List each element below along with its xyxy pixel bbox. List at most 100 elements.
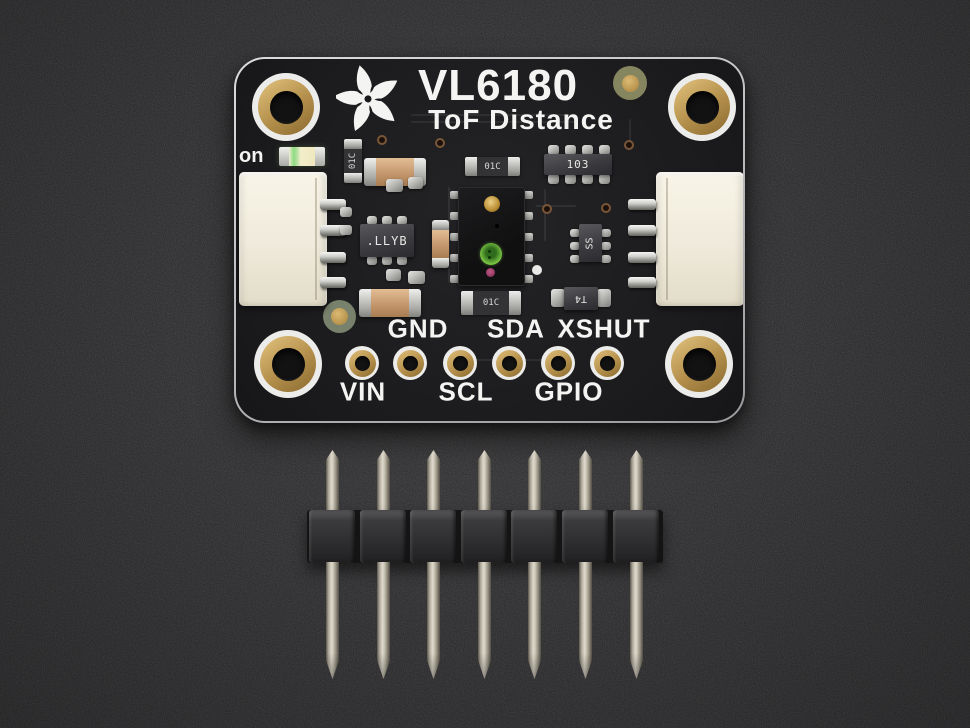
- pcb-trace: [544, 189, 546, 241]
- plastic-segment: [613, 510, 659, 563]
- pin-label-vin: VIN: [339, 376, 387, 407]
- gold-ring: [544, 349, 572, 377]
- gold-ring: [674, 79, 730, 135]
- cap-terminal: [364, 158, 376, 186]
- via: [542, 204, 552, 214]
- resistor: 01C: [461, 291, 521, 315]
- connector-pin: [628, 252, 656, 263]
- sensor-aperture-dot: [486, 268, 495, 277]
- pcb-trace: [536, 205, 576, 207]
- cap-terminal: [359, 289, 371, 317]
- solder-pad: [340, 225, 352, 235]
- res-terminal: [508, 157, 520, 176]
- silkscreen-dot: [532, 265, 542, 275]
- res-terminal: [344, 139, 362, 149]
- cap-terminal: [432, 220, 449, 230]
- cap-terminal: [432, 258, 449, 268]
- sensor-pad: [523, 254, 533, 262]
- plastic-segment: [461, 510, 507, 563]
- connector-pin: [320, 252, 346, 263]
- hole-bore: [402, 355, 418, 371]
- vl6180-sensor-package: [458, 187, 525, 286]
- pcb-trace: [411, 114, 576, 116]
- ic-pin: [570, 255, 580, 263]
- lens-detail: [488, 256, 491, 259]
- resistor: 01C: [465, 157, 520, 176]
- network-terminal: [565, 145, 576, 155]
- cap-body: [432, 230, 449, 258]
- small-ic: SS: [579, 224, 602, 262]
- header-pin: [579, 562, 592, 679]
- network-terminal: [582, 174, 593, 184]
- ic-pin: [397, 216, 407, 225]
- hole-bore: [269, 90, 303, 124]
- gold-pad-center: [621, 74, 639, 92]
- hole-bore: [501, 355, 517, 371]
- header-pin: [427, 562, 440, 679]
- capacitor: [359, 289, 421, 317]
- diode-pad: [551, 289, 565, 307]
- plastic-segment: [360, 510, 406, 563]
- via: [624, 140, 634, 150]
- ic-pin: [601, 255, 611, 263]
- led-die: [289, 147, 315, 166]
- res-terminal: [465, 157, 477, 176]
- via: [601, 203, 611, 213]
- ic-marking: .LLYB: [366, 233, 408, 248]
- connector-pin: [628, 277, 656, 288]
- res-body: 01C: [344, 149, 362, 173]
- lens-detail: [488, 250, 491, 253]
- gold-pad-center: [331, 308, 348, 325]
- ic-pin: [601, 229, 611, 237]
- network-terminal: [548, 145, 559, 155]
- breakout-hole-gpio: [541, 346, 575, 380]
- gold-ring: [348, 349, 376, 377]
- sensor-pad: [523, 191, 533, 199]
- cap-body: [371, 289, 409, 317]
- header-pin: [326, 450, 339, 511]
- res-terminal: [509, 291, 521, 315]
- package-mark: [495, 224, 499, 228]
- receiver-lens: [480, 243, 502, 265]
- header-pin: [478, 562, 491, 679]
- hole-bore: [354, 355, 370, 371]
- ic-pin: [367, 216, 377, 225]
- network-terminal: [599, 174, 610, 184]
- header-pin: [478, 450, 491, 511]
- header-pin: [630, 562, 643, 679]
- via: [377, 135, 387, 145]
- solder-pad: [340, 207, 352, 217]
- gold-ring: [495, 349, 523, 377]
- led-pad: [315, 147, 325, 166]
- hole-bore: [452, 355, 468, 371]
- ic-pin: [601, 242, 611, 250]
- ic-pin: [397, 256, 407, 265]
- board-subtitle: ToF Distance: [428, 104, 614, 135]
- sensor-pad: [450, 212, 460, 220]
- pin-label-sda: SDA: [487, 313, 545, 344]
- header-pin: [630, 450, 643, 511]
- breakout-hole-xshut: [590, 346, 624, 380]
- sensor-pad: [450, 233, 460, 241]
- network-terminal: [582, 145, 593, 155]
- plastic-segment: [511, 510, 557, 563]
- mounting-hole-top-left: [252, 73, 320, 141]
- ic-pin: [367, 256, 377, 265]
- plastic-segment: [562, 510, 608, 563]
- hole-bore: [550, 355, 566, 371]
- pcb-face: VL6180 ToF Distance on: [236, 59, 743, 421]
- res-body: 01C: [477, 157, 508, 176]
- mounting-hole-bottom-right: [665, 330, 733, 398]
- network-terminal: [599, 145, 610, 155]
- sensor-pad: [523, 233, 533, 241]
- gold-ring: [593, 349, 621, 377]
- sensor-pad: [450, 191, 460, 199]
- pin-label-gpio: GPIO: [534, 376, 604, 407]
- capacitor: [432, 220, 449, 268]
- board-title: VL6180: [417, 61, 579, 110]
- network-marking: 103: [566, 158, 590, 171]
- hole-bore: [271, 347, 305, 381]
- resistor-network: 103: [544, 154, 612, 175]
- resistor: 01C: [344, 139, 362, 183]
